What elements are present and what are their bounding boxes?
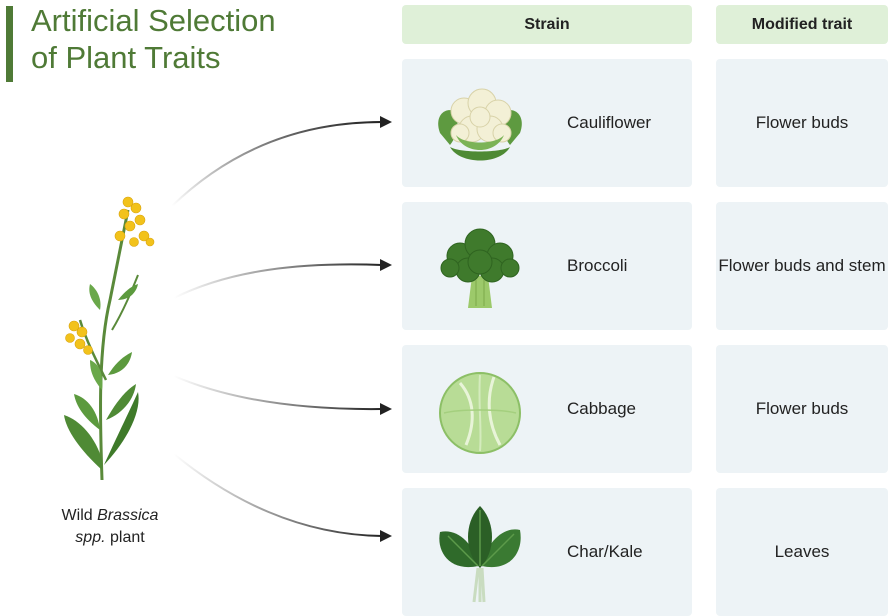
broccoli-icon xyxy=(440,228,520,308)
trait-card-cauliflower: Flower buds xyxy=(716,59,888,187)
caption-prefix: Wild xyxy=(61,507,98,524)
trait-card-kale: Leaves xyxy=(716,488,888,616)
title-line-1: Artificial Selection xyxy=(31,3,276,38)
trait-card-cabbage: Flower buds xyxy=(716,345,888,473)
cabbage-icon xyxy=(439,372,521,454)
caption-spp: spp. xyxy=(75,529,106,546)
arrow-to-cauliflower xyxy=(171,121,383,207)
wild-brassica-plant-icon xyxy=(64,196,155,481)
plant-caption: Wild Brassica spp. plant xyxy=(30,505,190,549)
arrow-to-broccoli xyxy=(173,263,383,299)
strain-card-cauliflower: Cauliflower xyxy=(402,59,692,187)
title-line-2: of Plant Traits xyxy=(31,40,221,75)
page-title: Artificial Selection of Plant Traits xyxy=(31,2,361,76)
trait-card-broccoli: Flower buds and stem xyxy=(716,202,888,330)
strain-card-kale: Char/Kale xyxy=(402,488,692,616)
arrowhead-broccoli xyxy=(380,259,392,271)
strain-name-cabbage: Cabbage xyxy=(567,399,637,418)
arrowhead-cabbage xyxy=(380,403,392,415)
cauliflower-icon xyxy=(438,88,522,161)
arrowhead-kale xyxy=(380,530,392,542)
title-accent-bar xyxy=(6,6,13,82)
arrow-to-cabbage xyxy=(173,375,383,411)
strain-name-broccoli: Broccoli xyxy=(567,256,628,275)
caption-suffix: plant xyxy=(105,529,145,546)
strain-card-broccoli: Broccoli xyxy=(402,202,692,330)
caption-genus: Brassica xyxy=(97,507,159,524)
header-modified-trait: Modified trait xyxy=(716,5,888,44)
arrowhead-cauliflower xyxy=(380,116,392,128)
strain-name-cauliflower: Cauliflower xyxy=(567,113,652,132)
strain-card-cabbage: Cabbage xyxy=(402,345,692,473)
strain-name-kale: Char/Kale xyxy=(567,542,643,561)
header-strain: Strain xyxy=(402,5,692,44)
arrow-to-kale xyxy=(173,453,383,537)
kale-icon xyxy=(439,506,521,603)
